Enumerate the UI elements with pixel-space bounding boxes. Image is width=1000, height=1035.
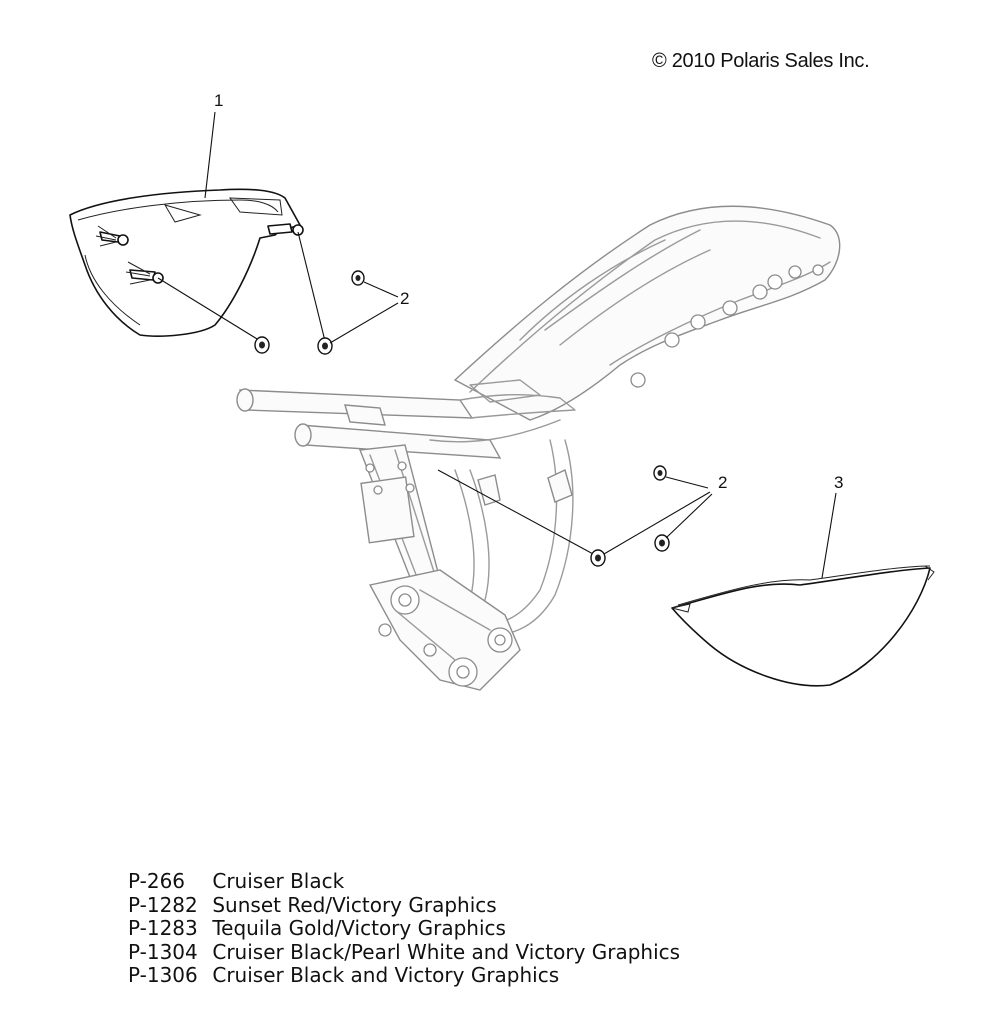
leader-line (157, 277, 263, 343)
nut-lower-c (654, 534, 670, 552)
nut-upper-b (254, 336, 270, 354)
callout-3: 3 (834, 473, 843, 492)
callout-2-upper: 2 (400, 289, 409, 308)
stud-upper (95, 225, 129, 247)
nut-upper-a (351, 270, 365, 286)
legend-row: P-1283 Tequila Gold/Victory Graphics (128, 916, 680, 941)
callout-2-lower: 2 (718, 473, 727, 492)
stud-lower (125, 261, 164, 285)
leader-line (437, 469, 596, 556)
legend-description: Sunset Red/Victory Graphics (212, 892, 497, 917)
legend-description: Tequila Gold/Victory Graphics (212, 916, 506, 940)
legend-description: Cruiser Black/Pearl White and Victory Gr… (212, 939, 681, 964)
copyright-notice: © 2010 Polaris Sales Inc. (652, 50, 870, 72)
leader-line (665, 493, 713, 539)
legend-description: Cruiser Black and Victory Graphics (212, 963, 560, 987)
stud-right (267, 223, 304, 236)
callout-1: 1 (214, 91, 223, 110)
legend-code: P-1306 (128, 963, 198, 987)
leader-line (665, 476, 709, 489)
motorcycle-frame (236, 205, 841, 691)
legend-row: P-1304 Cruiser Black/Pearl White and Vic… (128, 939, 681, 965)
legend-description: Cruiser Black (212, 869, 345, 893)
leader-line (603, 491, 711, 555)
legend-row: P-266 Cruiser Black (128, 869, 680, 894)
nut-upper-c (317, 337, 333, 355)
legend-code: P-1282 (128, 892, 198, 917)
nut-lower-b (590, 549, 606, 567)
legend-code: P-1283 (128, 916, 198, 940)
nut-lower-a (653, 465, 667, 481)
legend-code: P-1304 (128, 939, 198, 964)
legend-code: P-266 (128, 869, 186, 893)
callout-leader-3 (821, 492, 837, 579)
legend-row: P-1282 Sunset Red/Victory Graphics (128, 892, 680, 918)
leader-line (363, 281, 399, 298)
callout-leader-1 (204, 111, 216, 199)
legend-row: P-1306 Cruiser Black and Victory Graphic… (128, 963, 680, 988)
leader-line (329, 302, 399, 344)
color-legend: P-266 Cruiser Black P-1282 Sunset Red/Vi… (128, 869, 681, 988)
part-1-left-side-cover (69, 188, 304, 337)
leader-line (297, 231, 327, 346)
part-3-right-side-cover (671, 565, 935, 687)
